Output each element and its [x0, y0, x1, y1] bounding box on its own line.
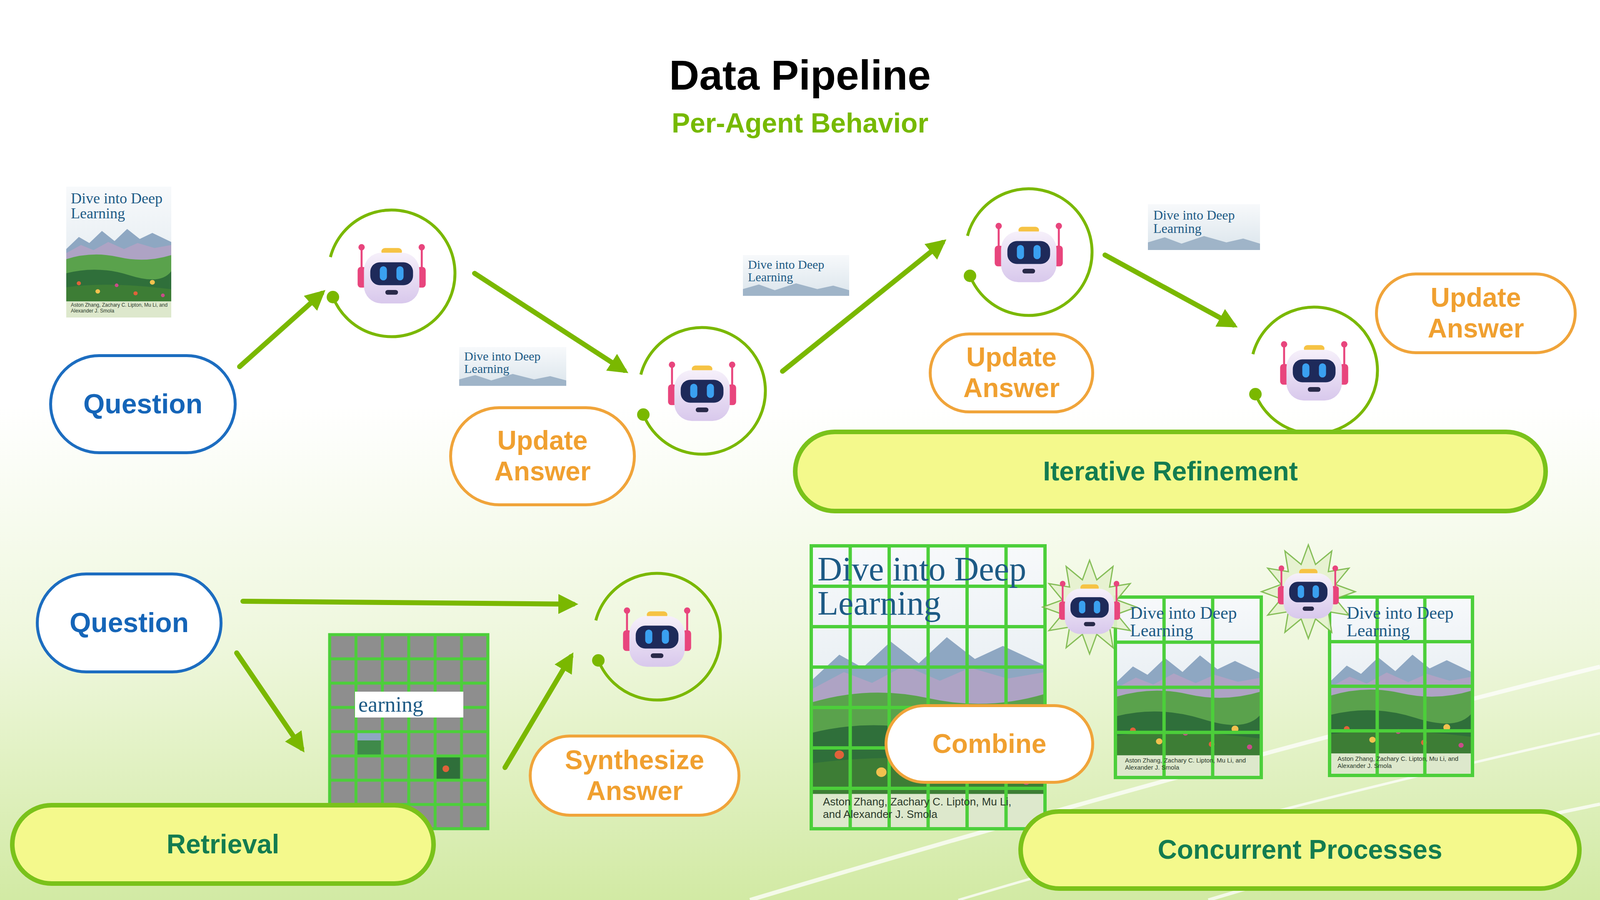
- diagram-title: Data Pipeline: [0, 50, 1600, 100]
- action-pill: Update Answer: [449, 406, 636, 507]
- ring-dots-part: [326, 290, 340, 304]
- action-pill: Update Answer: [928, 332, 1095, 414]
- cover-grid: [811, 545, 1045, 829]
- node-label: Retrieval: [166, 829, 280, 860]
- node-label: Question: [83, 388, 203, 420]
- cover-title: Dive into Deep Learning: [1346, 604, 1470, 640]
- burst: [1261, 545, 1356, 639]
- grid-lines: [329, 634, 488, 829]
- robot-icon: [622, 607, 691, 668]
- agent-rings-part: [640, 327, 766, 455]
- node-label: Update Answer: [949, 342, 1075, 404]
- robot-icon: [1059, 580, 1120, 635]
- robot-icon: [667, 361, 736, 422]
- cover-title: Dive into Deep Learning: [1130, 604, 1255, 640]
- burst: [1042, 560, 1137, 655]
- ring-dots-part: [1249, 387, 1262, 401]
- robot-icon: [994, 222, 1063, 283]
- node-label: Concurrent Processes: [1157, 834, 1443, 866]
- node-label: Update Answer: [1413, 282, 1539, 344]
- agent-rings-part: [967, 188, 1093, 316]
- masked-cover: [329, 634, 488, 829]
- cover-authors: Aston Zhang, Zachary C. Lipton, Mu Li, a…: [70, 302, 170, 315]
- node-label: Question: [69, 607, 189, 639]
- revealed-row: [355, 691, 464, 718]
- cover-grid: [1115, 597, 1262, 778]
- cover-title: Dive into Deep Learning: [1153, 208, 1258, 235]
- ring-dots-part: [592, 654, 605, 667]
- cover-authors: Aston Zhang, Zachary C. Lipton, Mu Li, a…: [1337, 755, 1469, 770]
- cover-strip: [459, 347, 567, 386]
- cover-grid: [1329, 597, 1473, 776]
- action-pill: Update Answer: [1375, 272, 1577, 355]
- node-label: Update Answer: [480, 425, 605, 487]
- book-cover: [811, 545, 1045, 829]
- node-label: Iterative Refinement: [1042, 456, 1298, 488]
- robot-icon: [357, 244, 426, 304]
- ring-dots-part: [963, 269, 977, 283]
- cover-strip: [742, 255, 850, 296]
- agent-rings-part: [330, 210, 455, 337]
- robot-icon: [1277, 565, 1339, 619]
- node-label: Combine: [932, 728, 1047, 760]
- book-cover: [1115, 597, 1262, 778]
- flow-arrow: [236, 652, 302, 749]
- cover-strip: [1147, 204, 1260, 250]
- agent-rings-part: [1252, 307, 1378, 434]
- node-label: Synthesize Answer: [547, 745, 723, 807]
- text-fragment: earning: [358, 692, 462, 717]
- cover-title: Dive into Deep Learning: [464, 350, 565, 375]
- robot-icon: [1280, 341, 1348, 401]
- flow-arrow: [1105, 255, 1234, 325]
- stage-band: Iterative Refinement: [792, 429, 1548, 514]
- flow-arrow: [242, 601, 574, 605]
- flow-arrow: [239, 293, 322, 367]
- agent-rings-part: [595, 573, 721, 700]
- question-pill: Question: [35, 572, 223, 674]
- cover-authors: Aston Zhang, Zachary C. Lipton, Mu Li, a…: [1125, 756, 1259, 772]
- stage-band: Retrieval: [10, 802, 436, 886]
- ring-dots-part: [637, 408, 650, 421]
- retrieval-grid: [329, 634, 488, 829]
- cover-authors: Aston Zhang, Zachary C. Lipton, Mu Li, a…: [822, 795, 1032, 821]
- cover-title: Dive into Deep Learning: [70, 190, 171, 221]
- stage-band: Concurrent Processes: [1018, 809, 1582, 891]
- book-cover: [66, 186, 172, 318]
- action-pill: Synthesize Answer: [528, 734, 741, 817]
- book-cover: [1329, 597, 1473, 776]
- action-pill: Combine: [884, 704, 1095, 784]
- cover-title: Dive into Deep Learning: [747, 258, 848, 284]
- question-pill: Question: [49, 354, 237, 455]
- subtitle: Per-Agent Behavior: [0, 106, 1600, 140]
- cover-title: Dive into Deep Learning: [817, 552, 1043, 621]
